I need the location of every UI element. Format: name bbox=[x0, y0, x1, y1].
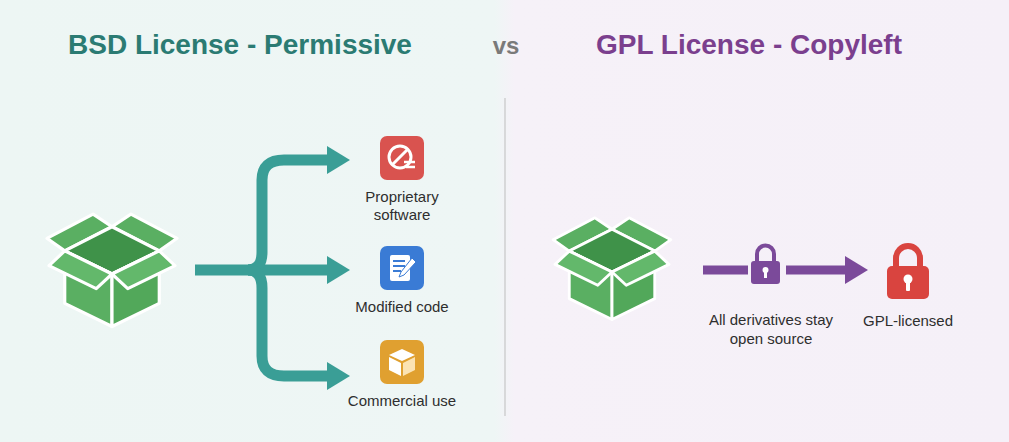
modified-code-icon bbox=[380, 246, 424, 290]
item-label: Modified code bbox=[337, 298, 467, 316]
arrow-head bbox=[327, 146, 350, 390]
item-label: Commercial use bbox=[332, 392, 472, 410]
arrow-head bbox=[845, 256, 868, 284]
arrow-note: All derivatives stay open source bbox=[706, 310, 836, 348]
use-case-item: Modified code bbox=[337, 246, 467, 316]
divider-line bbox=[505, 98, 506, 416]
use-case-item: Proprietary software bbox=[352, 136, 452, 224]
copyleft-arrow bbox=[703, 266, 748, 275]
proprietary-icon bbox=[380, 136, 424, 180]
use-case-item: Commercial use bbox=[332, 340, 472, 410]
red-lock-icon bbox=[883, 240, 933, 300]
package-box bbox=[47, 214, 177, 326]
copyleft-arrow bbox=[786, 266, 848, 275]
commercial-use-icon bbox=[380, 340, 424, 384]
item-label: GPL-licensed bbox=[843, 312, 973, 330]
item-icon bbox=[843, 240, 973, 300]
package-box bbox=[553, 218, 671, 320]
license-result: GPL-licensed bbox=[843, 240, 973, 330]
item-icon bbox=[332, 340, 472, 384]
section-title: GPL License - Copyleft bbox=[596, 27, 996, 63]
item-icon bbox=[337, 246, 467, 290]
item-icon bbox=[352, 136, 452, 180]
lock-symbol bbox=[751, 246, 780, 285]
item-label: Proprietary software bbox=[352, 188, 452, 224]
section-title: BSD License - Permissive bbox=[68, 27, 468, 63]
versus-label: vs bbox=[478, 30, 534, 62]
branch-arrow bbox=[195, 160, 330, 376]
